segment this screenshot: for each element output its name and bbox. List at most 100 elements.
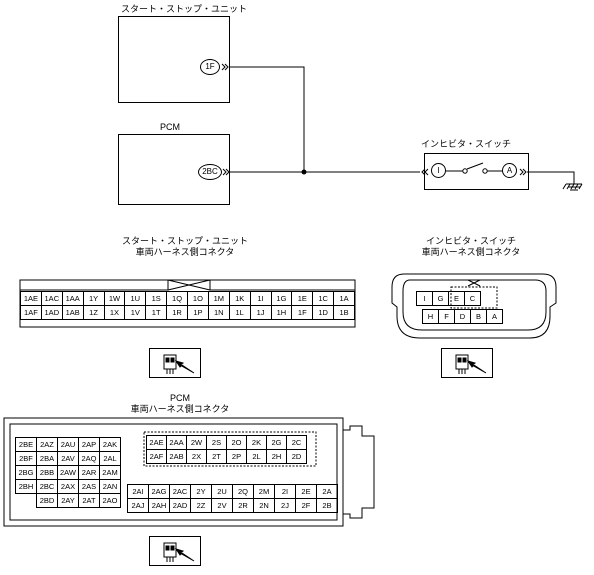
connector-pin-cell: 2BF [15, 451, 37, 466]
connector-pin-cell: 2R [232, 498, 254, 513]
connector-pin-cell: 2O [226, 435, 247, 450]
connector-pin-cell: 2AC [169, 484, 191, 499]
connector-pin-cell: 2E [295, 484, 317, 499]
pcm-connector-title-2: 車両ハーネス側コネクタ [130, 404, 230, 414]
connector-pin-cell: 2J [274, 498, 296, 513]
ssu-connector-title-1: スタート・ストップ・ユニット [121, 236, 248, 246]
connector-pin-cell: 1Z [82, 305, 105, 320]
start-stop-unit-box [118, 16, 230, 103]
connector-pin-cell: 2B [316, 498, 338, 513]
connector-pin-cell: 2AD [169, 498, 191, 513]
connector-pin-cell: 2AY [57, 493, 79, 508]
connector-pin-cell: 2AQ [78, 451, 100, 466]
connector-pin-cell: 2AI [127, 484, 149, 499]
connector-pin-cell: 2AE [146, 435, 167, 450]
connector-pin-cell: 2AA [166, 435, 187, 450]
connector-pin-cell: H [422, 309, 439, 324]
connector-pin-cell: 2AO [99, 493, 121, 508]
connector-pin-cell: 2BH [15, 479, 37, 494]
start-stop-unit-title: スタート・ストップ・ユニット [120, 4, 247, 14]
connector-pin-cell: 2P [226, 449, 247, 464]
pcm-connector-view-icon [149, 536, 201, 566]
connector-pin-cell: 2AJ [127, 498, 149, 513]
connector-pin-cell: 2AS [78, 479, 100, 494]
pcm-title: PCM [160, 122, 180, 132]
connector-pin-cell: 2AW [57, 465, 79, 480]
connector-pin-cell: 2H [266, 449, 287, 464]
connector-pin-cell: 1AB [61, 305, 84, 320]
connector-pin-cell: 2G [266, 435, 287, 450]
connector-pin-cell: 1T [145, 305, 168, 320]
connector-pin-cell: 2C [286, 435, 307, 450]
connector-pin-cell: 2AZ [36, 437, 58, 452]
connector-pin-cell: 2L [246, 449, 267, 464]
connector-pin-cell: 2AG [148, 484, 170, 499]
connector-pin-cell: 2U [211, 484, 233, 499]
connector-pin-cell: 2BE [15, 437, 37, 452]
connector-pin-cell: 1L [228, 305, 251, 320]
inhibitor-pin-i: I [431, 163, 446, 178]
connector-pin-cell: 2V [211, 498, 233, 513]
connector-pin-cell: 2AM [99, 465, 121, 480]
connector-pin-cell: 2D [286, 449, 307, 464]
connector-pin-cell: 2AF [146, 449, 167, 464]
connector-pin-cell: 2AT [78, 493, 100, 508]
connector-pin-cell: 2BA [36, 451, 58, 466]
connector-pin-cell: 2T [206, 449, 227, 464]
connector-pin-cell: 2BB [36, 465, 58, 480]
connector-pin-cell: 2Y [190, 484, 212, 499]
connector-pin-cell: A [486, 309, 503, 324]
connector-pin-cell: 1F [291, 305, 314, 320]
connector-pin-cell: 2W [186, 435, 207, 450]
pcm-connector-title-1: PCM [170, 393, 190, 403]
connector-pin-cell: 2K [246, 435, 267, 450]
connector-pin-cell: 2AH [148, 498, 170, 513]
connector-pin-cell: 2BD [36, 493, 58, 508]
connector-pin-cell: 1B [333, 305, 355, 320]
connector-pin-cell [16, 494, 37, 508]
connector-pin-cell: 2AU [57, 437, 79, 452]
connector-pin-cell: 1D [312, 305, 335, 320]
connector-pin-cell: 2A [316, 484, 338, 499]
connector-pin-cell: 2AL [99, 451, 121, 466]
connector-pin-cell: 2AX [57, 479, 79, 494]
connector-pin-cell: 2S [206, 435, 227, 450]
connector-pin-cell: 2Z [190, 498, 212, 513]
ssu-pin-1f: 1F [200, 59, 220, 75]
connector-pin-cell: 1AD [40, 305, 63, 320]
connector-pin-cell: 2AK [99, 437, 121, 452]
connector-pin-cell: 2N [253, 498, 275, 513]
inhibitor-connector-title-2: 車両ハーネス側コネクタ [421, 247, 521, 257]
connector-pin-cell: 2Q [232, 484, 254, 499]
pcm-pin-2bc: 2BC [198, 164, 222, 180]
connector-pin-cell: C [464, 291, 481, 306]
connector-pin-cell: 1V [124, 305, 147, 320]
inhibitor-switch-title: インヒビタ・スイッチ [420, 139, 511, 149]
connector-pin-cell: 2AR [78, 465, 100, 480]
connector-pin-cell: 2I [274, 484, 296, 499]
connector-pin-cell: 2AB [166, 449, 187, 464]
connector-pin-cell: 2AN [99, 479, 121, 494]
